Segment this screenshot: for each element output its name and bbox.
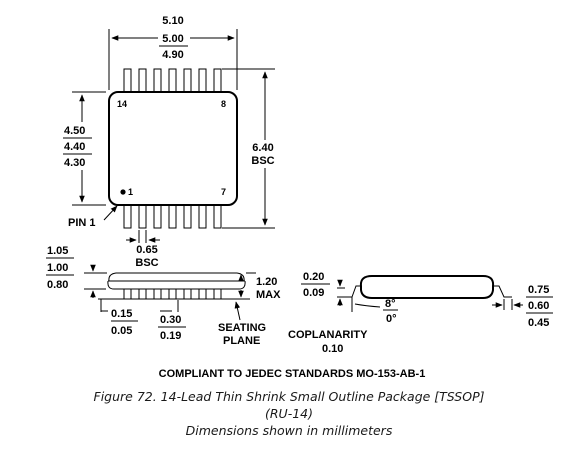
length-max: 5.10 bbox=[162, 15, 183, 27]
lead bbox=[138, 68, 147, 93]
end-view: 0.20 0.09 8° 0° 0.75 0.60 0.45 COPLANARI… bbox=[288, 271, 553, 355]
package-body bbox=[108, 91, 238, 206]
foot-min: 0.45 bbox=[528, 317, 549, 329]
pin1-dot bbox=[120, 189, 126, 195]
height-note: MAX bbox=[256, 289, 281, 301]
angle-max: 8° bbox=[385, 298, 396, 310]
lead bbox=[138, 204, 147, 229]
lead-span-note: BSC bbox=[251, 155, 274, 167]
seating-label-1: SEATING bbox=[218, 322, 266, 334]
pitch: 0.65 bbox=[136, 244, 157, 256]
coplanarity-value: 0.10 bbox=[322, 343, 343, 355]
side-leads bbox=[123, 288, 222, 300]
pin-7-label: 7 bbox=[221, 187, 226, 197]
pin-14-label: 14 bbox=[117, 99, 127, 109]
offset-max: 0.15 bbox=[111, 308, 132, 320]
height-max: 1.20 bbox=[256, 276, 277, 288]
foot-max: 0.75 bbox=[528, 284, 549, 296]
lead bbox=[123, 68, 132, 93]
lead-thick-min: 0.09 bbox=[303, 287, 324, 299]
lead bbox=[153, 68, 162, 93]
lead bbox=[198, 204, 207, 229]
lead bbox=[153, 204, 162, 229]
angle-min: 0° bbox=[386, 313, 397, 325]
figure-caption-title: Figure 72. 14-Lead Thin Shrink Small Out… bbox=[93, 389, 485, 404]
width-nom: 4.40 bbox=[64, 141, 85, 153]
foot-nom: 0.60 bbox=[528, 300, 549, 312]
lead bbox=[168, 204, 177, 229]
lead bbox=[198, 68, 207, 93]
lead bbox=[183, 68, 192, 93]
lead-thick-max: 0.20 bbox=[303, 271, 324, 283]
top-leads bbox=[123, 68, 222, 93]
length-nom: 5.00 bbox=[162, 33, 183, 45]
standoff-nom: 1.00 bbox=[47, 262, 68, 274]
pin1-pointer-label: PIN 1 bbox=[68, 217, 96, 229]
width-max: 4.50 bbox=[64, 125, 85, 137]
figure-caption-code: (RU-14) bbox=[264, 406, 313, 421]
lead bbox=[168, 68, 177, 93]
standoff-max: 1.05 bbox=[47, 245, 68, 257]
pitch-note: BSC bbox=[135, 257, 158, 269]
lead-width-min: 0.19 bbox=[160, 330, 181, 342]
end-body bbox=[359, 275, 495, 299]
coplanarity-label: COPLANARITY bbox=[288, 329, 368, 341]
right-lead bbox=[493, 285, 512, 298]
lead-span: 6.40 bbox=[252, 142, 273, 154]
pin-8-label: 8 bbox=[221, 99, 226, 109]
standoff-min: 0.80 bbox=[47, 279, 68, 291]
lead bbox=[213, 204, 222, 229]
lead bbox=[123, 204, 132, 229]
side-view: 1.05 1.00 0.80 1.20 MAX 0.15 0.05 0.30 0… bbox=[46, 245, 281, 347]
side-body-top bbox=[108, 272, 245, 282]
width-min: 4.30 bbox=[64, 157, 85, 169]
compliance-note: COMPLIANT TO JEDEC STANDARDS MO-153-AB-1 bbox=[159, 368, 426, 380]
pin-1-label: 1 bbox=[128, 187, 133, 197]
length-min: 4.90 bbox=[162, 49, 183, 61]
offset-min: 0.05 bbox=[111, 325, 132, 337]
seating-label-2: PLANE bbox=[223, 335, 260, 347]
lead bbox=[213, 68, 222, 93]
figure-caption-units: Dimensions shown in millimeters bbox=[185, 423, 393, 438]
left-lead bbox=[344, 285, 361, 298]
bottom-leads bbox=[123, 204, 222, 229]
lead-width-max: 0.30 bbox=[160, 314, 181, 326]
side-body-bottom bbox=[107, 280, 246, 290]
lead bbox=[183, 204, 192, 229]
top-view: 14 8 1 7 5.10 5.00 4.90 4.50 4.40 4.30 6… bbox=[63, 15, 275, 269]
